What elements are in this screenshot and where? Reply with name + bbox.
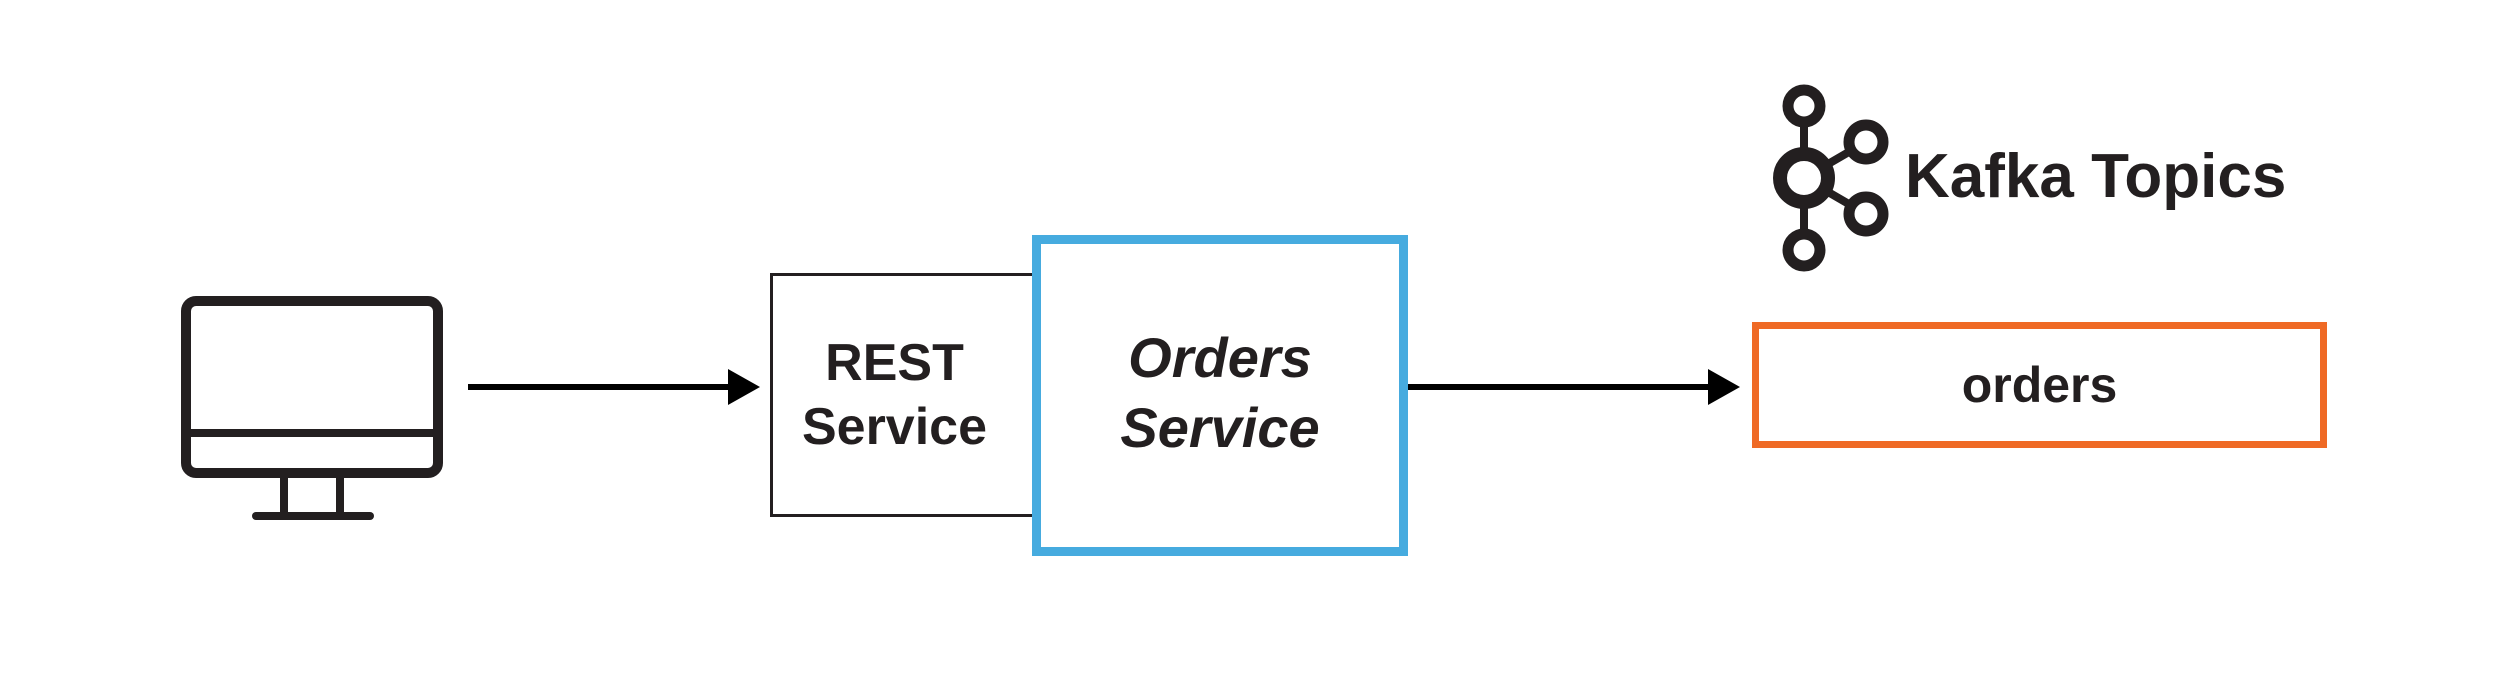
orders-service-label-line2: Service [1120,395,1320,459]
rest-service-label-line2: Service [801,398,988,456]
orders-service-label-line1: Orders [1128,325,1312,389]
arrow-orders-service-to-topic [1408,369,1740,405]
orders-topic-box: orders [1752,322,2327,448]
orders-topic-label: orders [1961,357,2118,413]
arrow-client-to-rest [468,369,760,405]
rest-service-box: REST Service [770,273,1032,517]
rest-service-label-line1: REST [825,334,964,392]
kafka-topics-title: Kafka Topics [1905,142,2287,211]
orders-service-box: Orders Service [1032,235,1408,556]
